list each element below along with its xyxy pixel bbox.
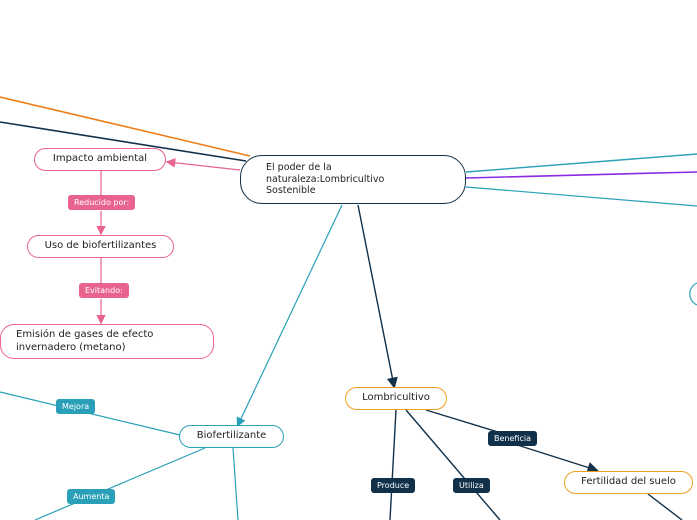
node-fertilidad-suelo[interactable]: Fertilidad del suelo [564, 471, 693, 494]
edge-fertilidad-down [647, 493, 683, 520]
edge-central-biofertilizante [236, 204, 343, 428]
link-label-utiliza[interactable]: Utiliza [453, 478, 490, 493]
node-biofertilizante-label: Biofertilizante [196, 430, 267, 442]
link-label-beneficia[interactable]: Beneficia [488, 431, 537, 446]
edge-aumenta-line [34, 447, 206, 520]
edge-offscreen-right-2 [465, 171, 697, 179]
node-biofertilizante[interactable]: Biofertilizante [179, 425, 284, 448]
node-emision-gases[interactable]: Emisión de gases de efecto invernadero (… [0, 324, 214, 359]
node-uso-biofertilizantes[interactable]: Uso de biofertilizantes [27, 235, 174, 258]
link-label-produce[interactable]: Produce [371, 478, 416, 493]
partial-node-edge [689, 282, 697, 306]
node-fertilidad-suelo-label: Fertilidad del suelo [581, 476, 676, 488]
node-uso-biofertilizantes-label: Uso de biofertilizantes [44, 240, 157, 252]
edge-central-impacto [165, 158, 241, 171]
node-lombricultivo[interactable]: Lombricultivo [345, 387, 447, 410]
edge-offscreen-right-1 [465, 153, 697, 173]
link-label-reducido-por[interactable]: Reducido por: [68, 195, 136, 210]
edge-offscreen-navy [0, 121, 247, 162]
edge-offscreen-right-3 [465, 186, 697, 207]
node-impacto-ambiental[interactable]: Impacto ambiental [34, 148, 166, 171]
central-topic-node[interactable]: El poder de la naturaleza:Lombricultivo … [240, 155, 466, 204]
node-lombricultivo-label: Lombricultivo [362, 392, 430, 404]
edge-beneficia-fertilidad [510, 442, 599, 473]
edge-bio-down [232, 447, 239, 520]
link-label-evitando[interactable]: Evitando: [79, 283, 129, 298]
edge-central-lombricultivo [357, 204, 398, 389]
edge-lombri-utiliza [405, 409, 501, 520]
central-topic-label: El poder de la naturaleza:Lombricultivo … [266, 161, 385, 197]
node-emision-gases-label: Emisión de gases de efecto invernadero (… [16, 329, 154, 353]
node-impacto-ambiental-label: Impacto ambiental [52, 153, 148, 165]
link-label-mejora[interactable]: Mejora [56, 399, 96, 414]
link-label-aumenta[interactable]: Aumenta [67, 489, 116, 504]
edge-lombri-produce [389, 409, 397, 520]
edge-offscreen-orange [0, 96, 251, 157]
